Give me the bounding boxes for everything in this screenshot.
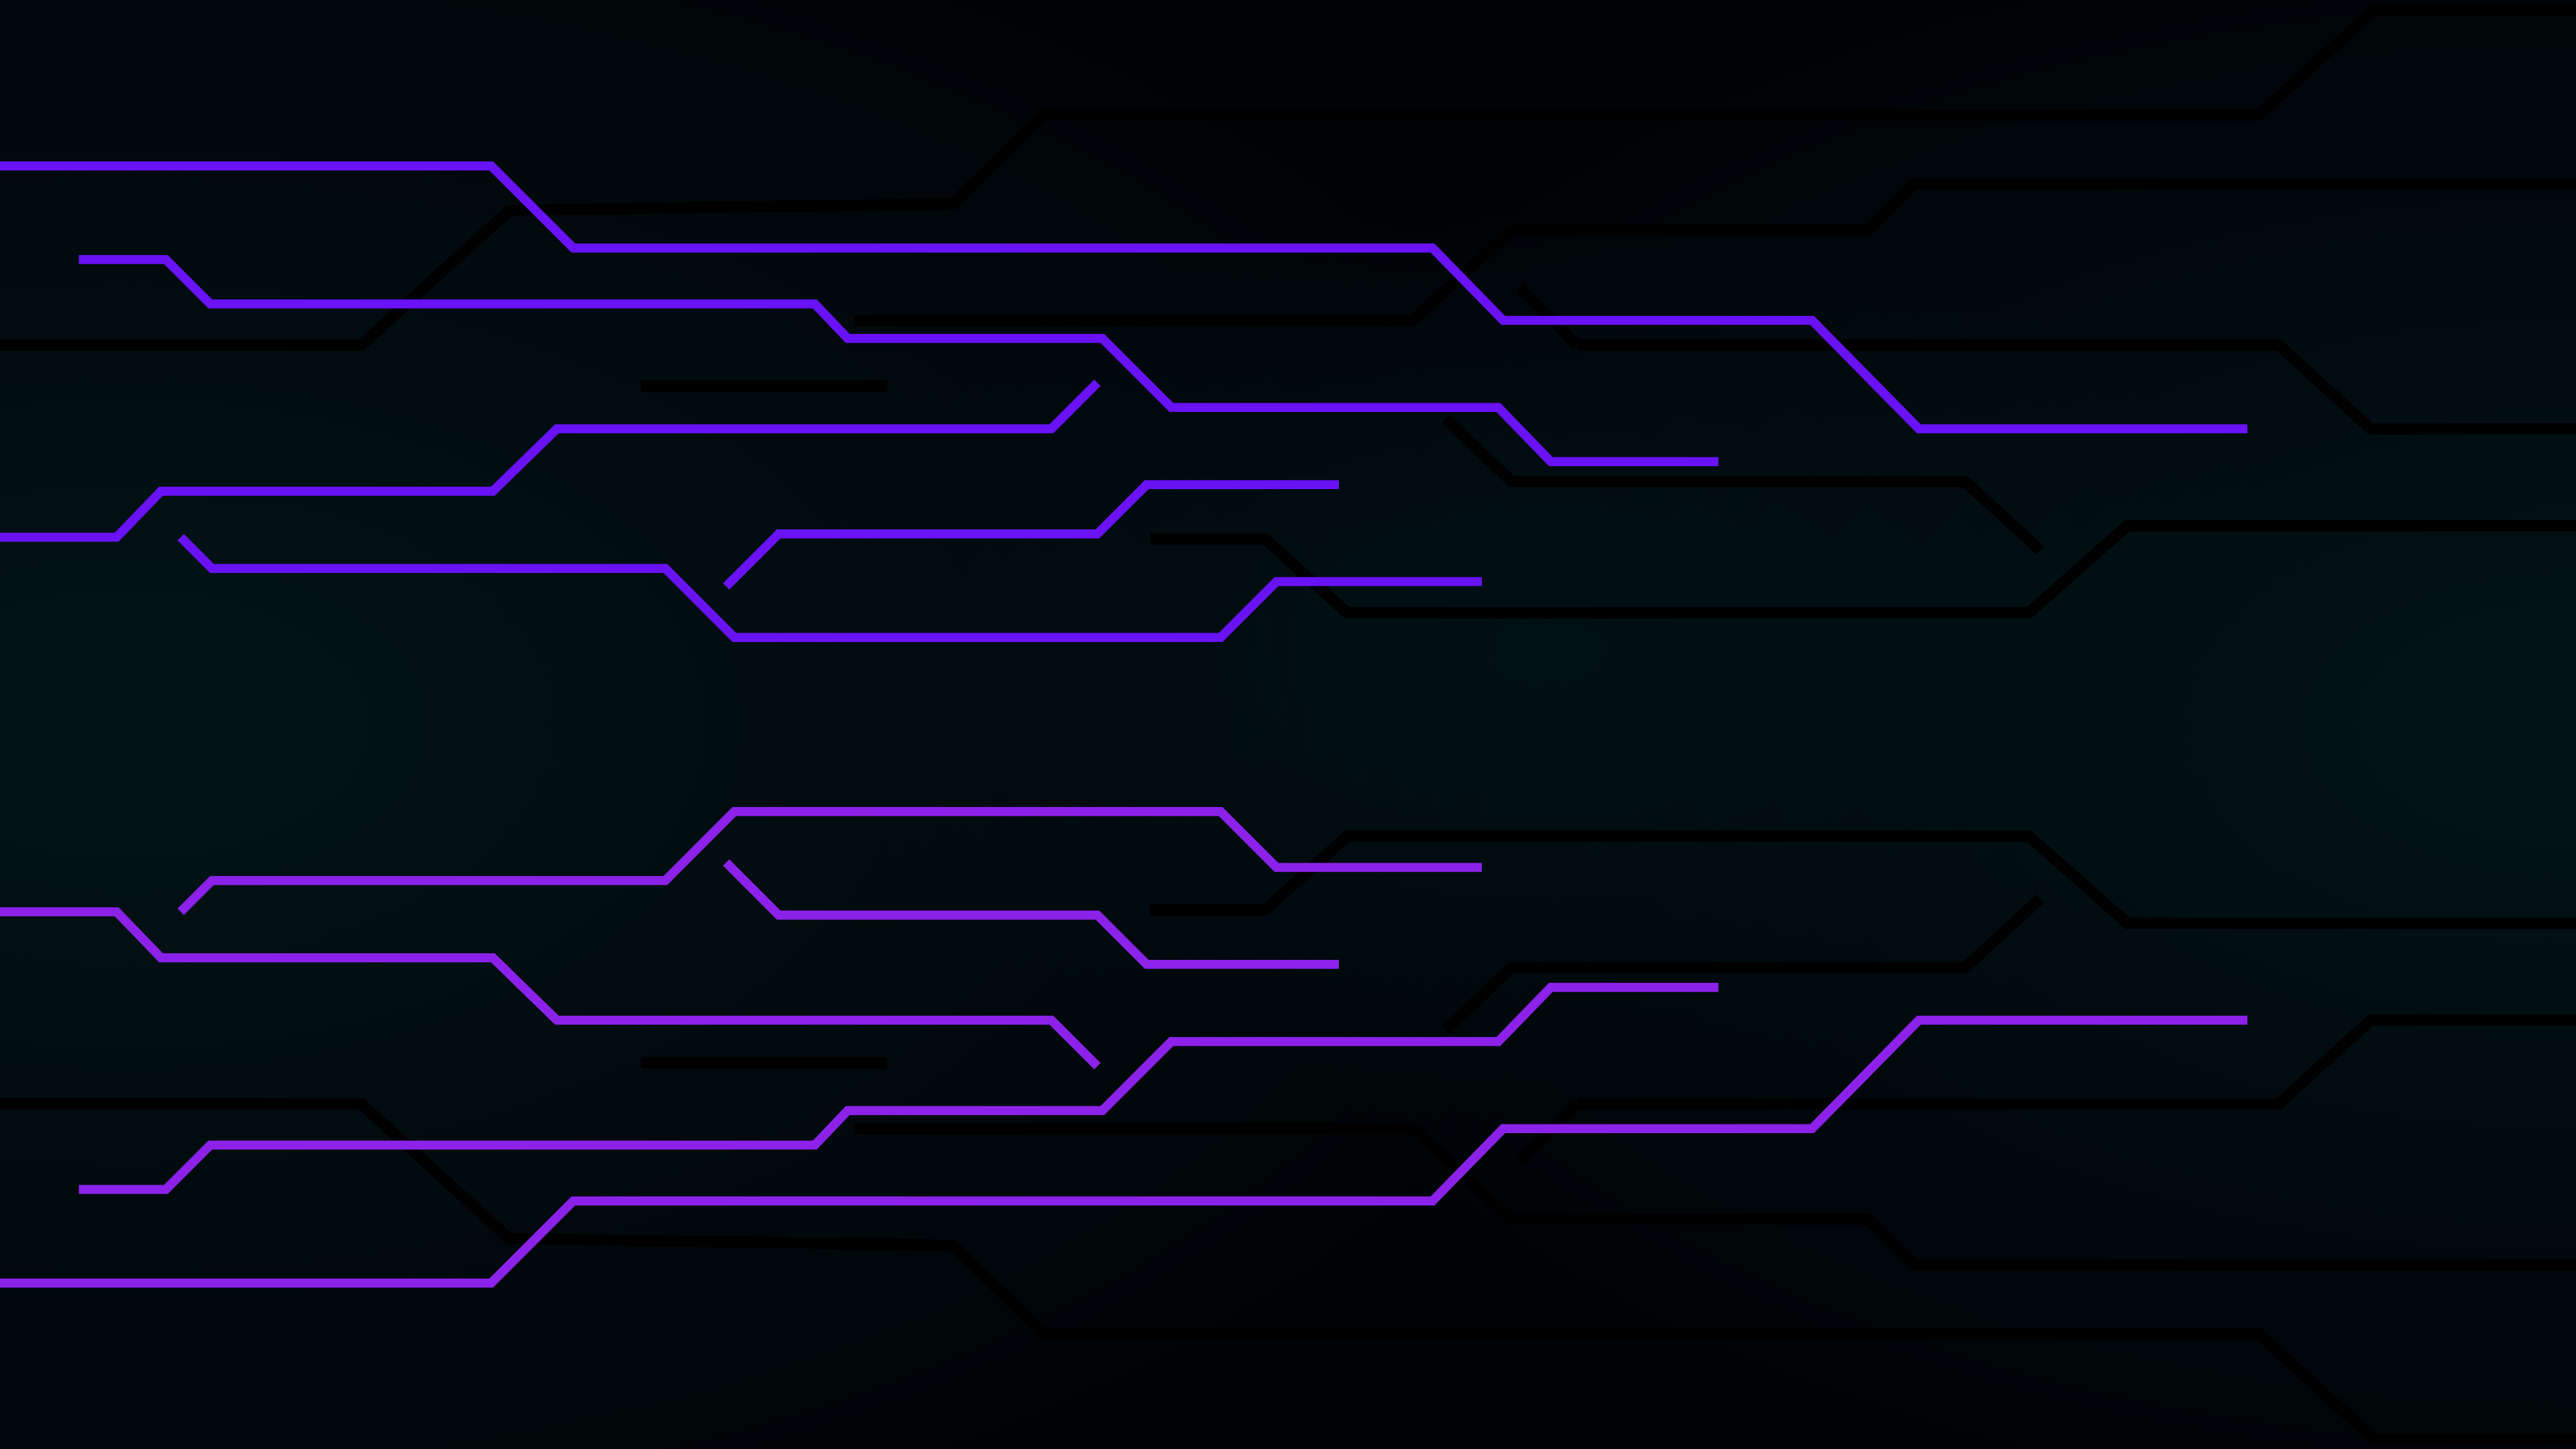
purple-trace xyxy=(78,255,1719,466)
shadow-trace xyxy=(1150,830,2576,929)
shadow-trace xyxy=(1150,520,2576,619)
shadow-trace xyxy=(0,4,2576,351)
shadow-trace xyxy=(0,1098,2576,1445)
shadow-trace xyxy=(854,178,2576,327)
shadow-trace xyxy=(1577,1014,2576,1110)
purple-trace xyxy=(177,807,1482,915)
purple-trace xyxy=(722,859,1339,969)
shadow-traces xyxy=(0,4,2576,1445)
purple-trace xyxy=(177,534,1482,642)
shadow-trace xyxy=(1442,415,2045,555)
purple-trace xyxy=(0,907,1101,1070)
purple-trace xyxy=(78,983,1719,1194)
purple-trace xyxy=(0,1016,2248,1288)
purple-trace xyxy=(0,161,2248,433)
purple-traces-bottom xyxy=(0,807,2248,1288)
shadow-trace xyxy=(1577,339,2576,435)
purple-traces-top xyxy=(0,161,2248,642)
shadow-trace xyxy=(854,1122,2576,1271)
purple-trace xyxy=(722,480,1339,590)
shadow-trace xyxy=(1442,894,2045,1034)
purple-trace xyxy=(0,379,1101,542)
